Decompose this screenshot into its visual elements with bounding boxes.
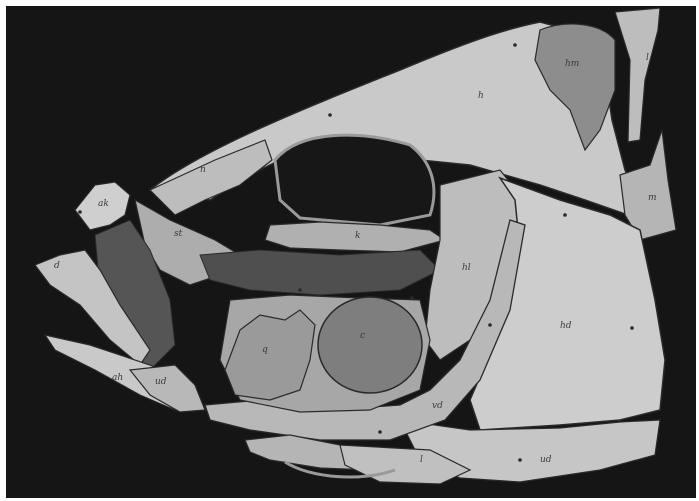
label-hl: hl: [462, 263, 471, 273]
mark-dot: [518, 458, 522, 462]
mark-dot: [410, 296, 414, 300]
mark-dot: [563, 213, 567, 217]
mark-dot: [78, 210, 82, 214]
label-hd: hd: [560, 321, 572, 331]
label-n: n: [200, 165, 206, 175]
mark-dot: [513, 43, 517, 47]
label-vd: vd: [432, 401, 443, 411]
label-ud-bottom: ud: [540, 455, 552, 465]
label-hm-top: hm: [565, 59, 579, 69]
label-l-top: l: [646, 53, 649, 63]
label-d: d: [54, 261, 60, 271]
mark-dot: [298, 288, 302, 292]
label-m: m: [648, 193, 657, 203]
label-k: k: [355, 231, 360, 241]
mark-dot: [328, 113, 332, 117]
label-l-bottom: l: [420, 455, 423, 465]
orbit-cavity: [275, 135, 434, 225]
label-h: h: [478, 91, 484, 101]
label-ak: ak: [98, 199, 109, 209]
mark-dot: [630, 326, 634, 330]
label-ud: ud: [155, 377, 167, 387]
mark-dot: [488, 323, 492, 327]
mark-dot: [378, 430, 382, 434]
label-st: st: [174, 229, 183, 239]
label-ah: ah: [112, 373, 123, 383]
label-c: c: [360, 331, 365, 341]
label-q: q: [262, 345, 268, 355]
bone-c: [318, 297, 422, 393]
